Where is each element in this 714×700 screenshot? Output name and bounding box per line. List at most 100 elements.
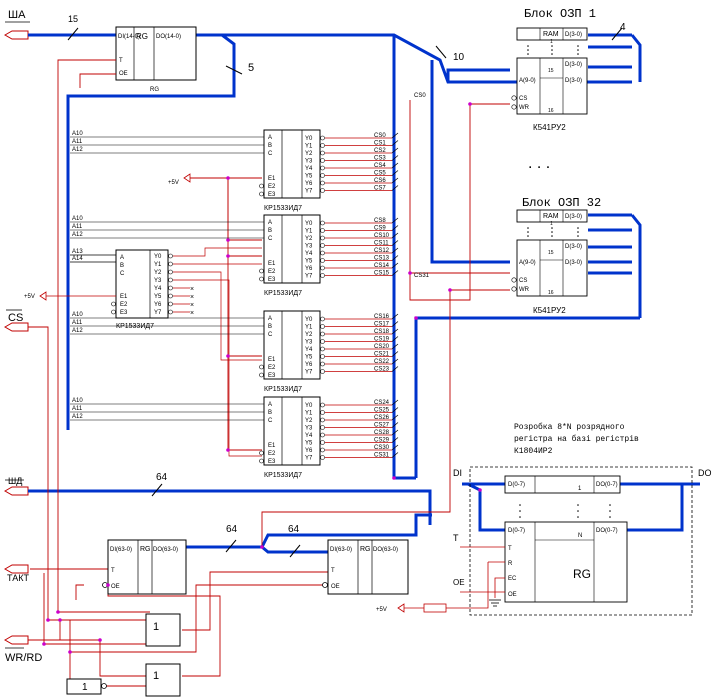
- pin-label: D(3-0): [565, 244, 582, 250]
- pin-label: E1: [268, 176, 276, 182]
- inset-caption-2: регістра на базі регістрів: [514, 435, 639, 444]
- pin-label: Y5: [305, 174, 313, 180]
- junction-dot: [98, 638, 102, 642]
- cs-label: CS18: [374, 329, 390, 335]
- label-write-read: WR/RD: [5, 652, 42, 664]
- inset-reg-1[interactable]: D(0-7) 1 DO(0-7): [504, 475, 621, 494]
- connector-cs[interactable]: [3, 322, 29, 332]
- inset-reg-n[interactable]: D(0-7) N DO(0-7) RG T R EC OE: [504, 521, 628, 603]
- pin-label: C: [268, 332, 273, 338]
- address-register-name: RG: [150, 87, 159, 93]
- pin-label: Y2: [154, 270, 162, 276]
- cs-label: CS12: [374, 248, 390, 254]
- address-register[interactable]: DI(14-0) RG DO(14-0) T OE: [115, 26, 197, 81]
- inverter[interactable]: 1: [66, 678, 107, 695]
- pin-label: A: [268, 220, 272, 226]
- connector-clock[interactable]: [3, 564, 29, 574]
- bus-width-64-a: 64: [156, 472, 168, 483]
- cs-label: CS16: [374, 314, 390, 320]
- pin-label: E3: [268, 277, 276, 283]
- decoder-part: КР1533ИД7: [264, 386, 302, 393]
- pin-label: E2: [268, 451, 276, 457]
- addr-label: A12: [72, 232, 83, 238]
- mem-chip-32: К541РУ2: [533, 306, 566, 315]
- connector-address-bus[interactable]: [3, 30, 29, 40]
- cs-label: CS5: [374, 171, 386, 177]
- label-clock: ТАКТ: [7, 573, 29, 583]
- pin-label: A: [120, 255, 124, 261]
- pin-label: B: [268, 143, 272, 149]
- addr-label: A10: [72, 131, 83, 137]
- addr-label: A12: [72, 147, 83, 153]
- pin-label: Y0: [305, 136, 313, 142]
- chip-index: 15: [548, 68, 554, 74]
- data-register-right[interactable]: DI(63-0) RG DO(63-0) T OE: [327, 539, 409, 595]
- cs-label: CS30: [374, 445, 390, 451]
- addr-label: A12: [72, 328, 83, 334]
- cs-label: CS31: [374, 453, 390, 459]
- pin-label: D(0-7): [508, 528, 525, 534]
- junction-dot: [226, 238, 230, 242]
- pin-label: E3: [268, 192, 276, 198]
- reg-label: RG: [573, 567, 591, 581]
- pin-label: OE: [331, 584, 340, 590]
- pin-label: Y2: [305, 418, 313, 424]
- pin-label: DO(0-7): [596, 528, 618, 534]
- inset-register-design: Розробка 8*N розрядного регістра на базі…: [376, 423, 712, 616]
- junction-dot: [42, 642, 46, 646]
- power-label: +5V: [24, 294, 35, 300]
- nc-mark: ×: [190, 310, 194, 317]
- data-register-left[interactable]: DI(63-0) RG DO(63-0) T OE: [107, 539, 187, 595]
- label-data-bus: ШД: [8, 476, 22, 486]
- cs-label: CS27: [374, 423, 390, 429]
- pin-label: Y1: [305, 229, 313, 235]
- bus-width-5: 5: [248, 62, 254, 74]
- pin-label: Y3: [305, 159, 313, 165]
- cs-label: CS14: [374, 263, 390, 269]
- or-gate-2[interactable]: 1: [145, 663, 181, 697]
- pin-label: Y6: [305, 448, 313, 454]
- cs-label: CS17: [374, 322, 390, 328]
- cs-label: CS24: [374, 400, 390, 406]
- junction-dot: [226, 254, 230, 258]
- cs-label: CS3: [374, 156, 386, 162]
- reg-index: 1: [578, 486, 582, 492]
- connector-write-read[interactable]: [3, 635, 29, 645]
- pin-label: D(3-0): [565, 62, 582, 68]
- cs-label: CS25: [374, 408, 390, 414]
- power-main-decoder: +5V: [24, 291, 116, 301]
- pin-label: Y3: [305, 244, 313, 250]
- main-decoder-part: КР1533ИД7: [116, 323, 154, 330]
- pin-label: Y6: [305, 362, 313, 368]
- pin-label: A(9-0): [519, 260, 536, 266]
- label-t: T: [453, 533, 459, 543]
- connector-data-bus[interactable]: [3, 486, 29, 496]
- pin-label: DI(63-0): [330, 547, 352, 553]
- cs-label: CS15: [374, 271, 390, 277]
- pin-label: Y3: [305, 340, 313, 346]
- or-gate-1[interactable]: 1: [145, 613, 181, 647]
- label-oe: OE: [453, 578, 465, 587]
- pin-label: WR: [519, 287, 530, 293]
- pin-label: D(3-0): [565, 78, 582, 84]
- bus-width-10: 10: [453, 52, 465, 63]
- bus-width-64-b: 64: [226, 524, 238, 535]
- addr-label: A10: [72, 216, 83, 222]
- reg-label: RG: [140, 546, 151, 553]
- pin-label: DO(0-7): [596, 482, 618, 488]
- pin-label: B: [268, 410, 272, 416]
- junction-dot: [260, 545, 264, 549]
- pin-label: WR: [519, 105, 530, 111]
- pin-label: E3: [268, 373, 276, 379]
- pin-label: T: [111, 568, 115, 574]
- decoder-part: КР1533ИД7: [264, 290, 302, 297]
- pin-label: Y6: [305, 181, 313, 187]
- junction-dot: [226, 354, 230, 358]
